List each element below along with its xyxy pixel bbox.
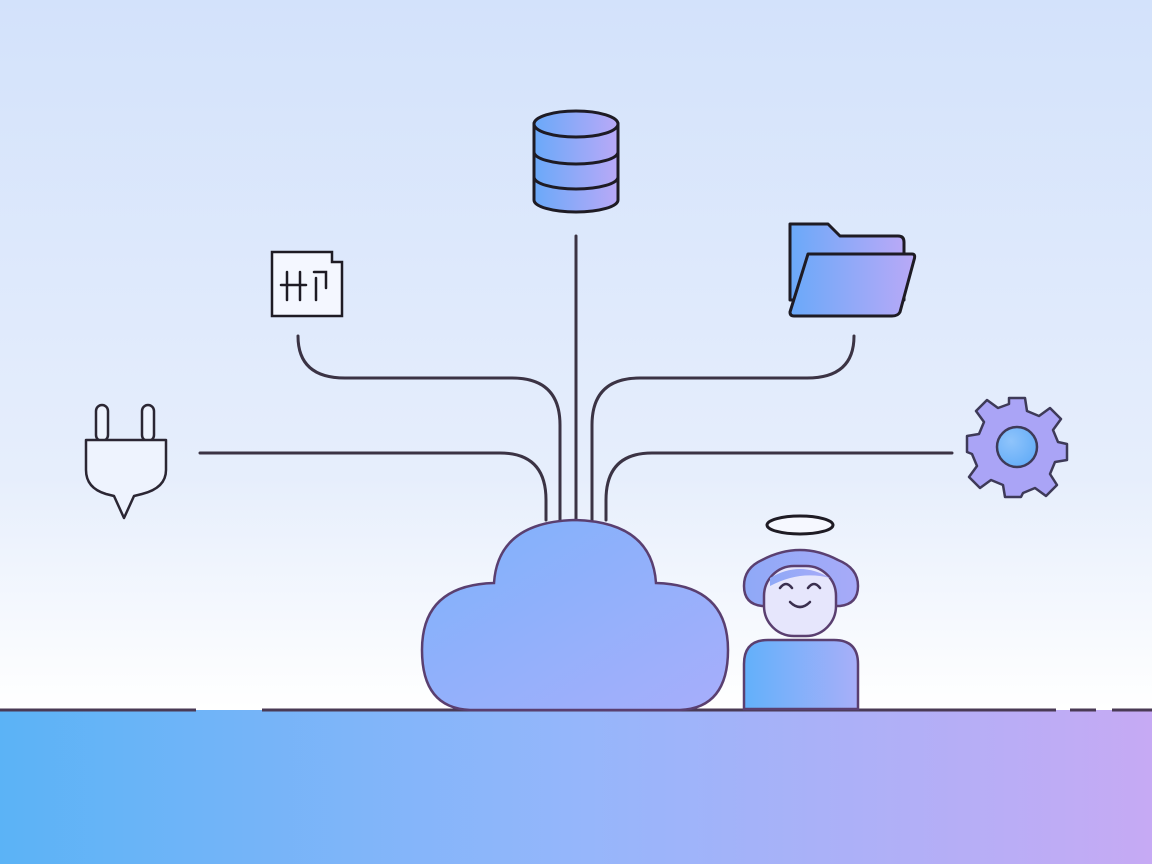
folder-icon bbox=[788, 222, 917, 318]
connector-folder bbox=[590, 334, 856, 522]
ground-band bbox=[0, 710, 1152, 864]
connector-gear bbox=[604, 451, 954, 522]
cloud-icon bbox=[420, 518, 730, 712]
plug-icon bbox=[84, 403, 168, 520]
angel-assistant-icon bbox=[742, 514, 860, 711]
connector-document bbox=[296, 334, 562, 522]
halo-icon bbox=[765, 514, 835, 536]
connector-lines bbox=[198, 234, 954, 522]
document-icon bbox=[270, 250, 344, 318]
gear-icon bbox=[965, 396, 1069, 499]
database-icon bbox=[532, 109, 620, 214]
connector-plug bbox=[198, 451, 548, 522]
smile-face bbox=[778, 582, 822, 609]
